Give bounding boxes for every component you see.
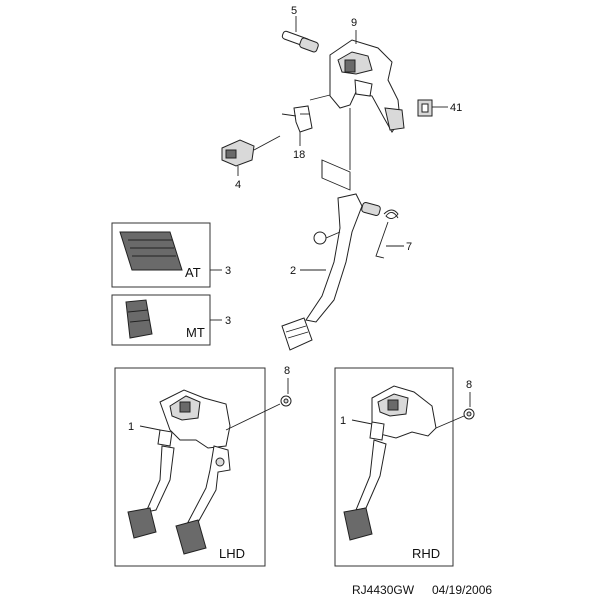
callout-4: 4 [235,179,241,191]
callout-7: 7 [406,241,412,253]
leader-1a [139,425,161,431]
mt-label: MT [186,325,205,340]
pedal-bracket-9-icon [329,39,405,133]
bushing-icon [361,202,381,216]
rhd-label: RHD [412,546,440,561]
leader-1b [351,419,373,425]
callout-1a: 1 [128,421,134,433]
nut-8b-icon [463,408,475,420]
stop-switch-4-icon [221,135,281,167]
callout-2: 2 [290,265,296,277]
callout-5: 5 [291,5,297,17]
clip-41-icon [417,99,433,117]
callout-3b: 3 [225,315,231,327]
callout-8a: 8 [284,365,290,377]
callout-9: 9 [351,17,357,29]
nut-8a-icon [280,395,292,407]
diagram-code: RJ4430GW [352,583,415,597]
callout-41: 41 [450,102,462,114]
callout-1b: 1 [340,415,346,427]
lhd-pedal-assembly-icon [127,389,231,555]
diagram-date: 04/19/2006 [432,583,492,597]
callout-3a: 3 [225,265,231,277]
mt-pedal-pad-icon [125,299,153,339]
callout-8b: 8 [466,379,472,391]
pedal-arm-2-icon [281,193,363,351]
callout-18: 18 [293,149,305,161]
rhd-box [334,367,454,567]
rhd-pedal-assembly-icon [343,385,437,541]
at-label: AT [185,265,201,280]
bracket-18-icon [293,105,313,133]
return-spring-7-icon [375,209,399,259]
at-pedal-pad-icon [119,231,183,271]
lhd-box [114,367,266,567]
lhd-label: LHD [219,546,245,561]
bolt-5-icon [281,30,319,53]
at-pad-box [111,222,211,288]
